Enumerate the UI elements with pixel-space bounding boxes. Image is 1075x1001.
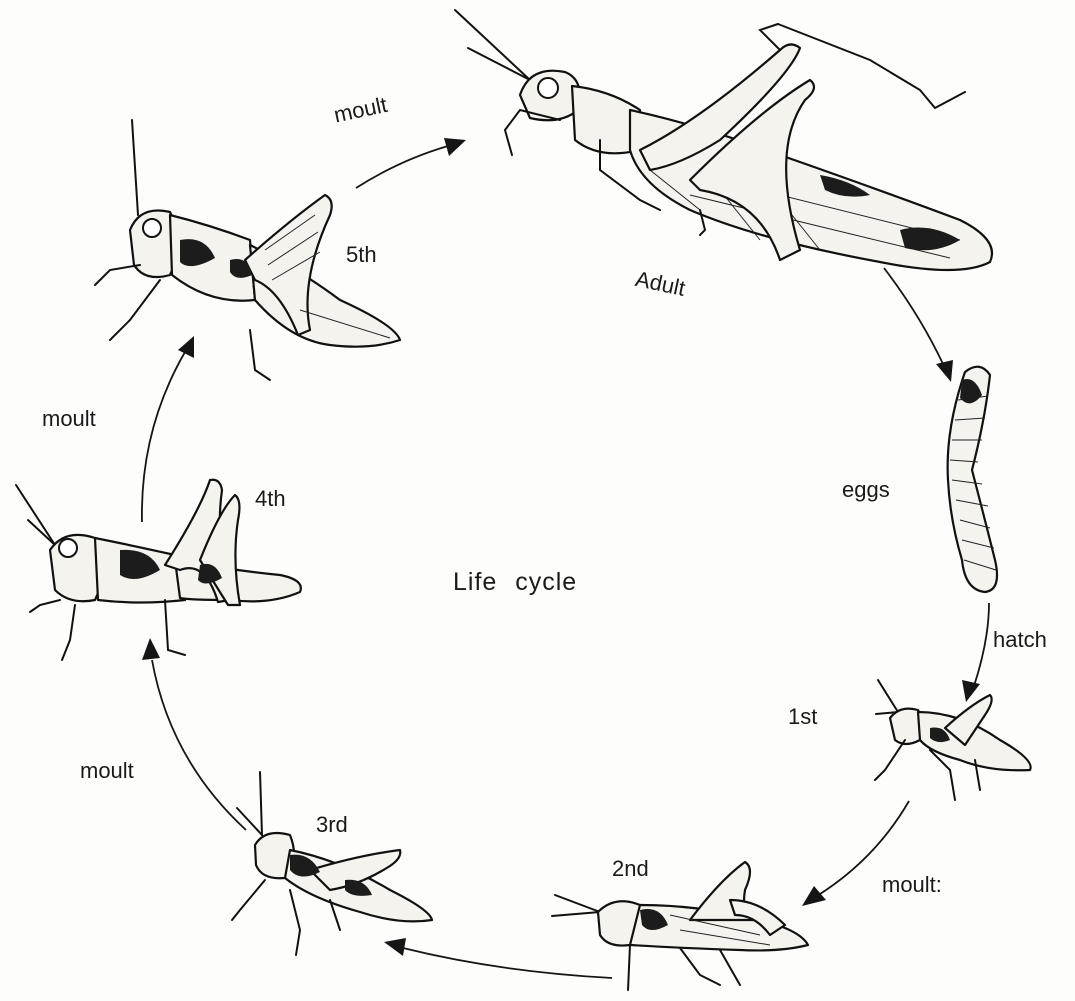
- arrowhead-second: [802, 886, 826, 906]
- transition-label-moult-right-lower: moult:: [882, 874, 942, 896]
- stage-label-eggs: eggs: [842, 479, 890, 501]
- transition-label-hatch: hatch: [993, 629, 1047, 651]
- stage-label-fifth: 5th: [346, 244, 377, 266]
- arrowhead-third: [384, 938, 406, 956]
- third-instar-illustration: [232, 772, 432, 955]
- arrowhead-fourth: [142, 638, 160, 660]
- arrow-eggs-to-first: [974, 603, 989, 686]
- arrowhead-fifth: [178, 336, 194, 358]
- stage-label-fourth: 4th: [255, 488, 286, 510]
- arrowhead-first: [962, 680, 980, 702]
- arrow-adult-to-eggs: [884, 268, 944, 366]
- arrow-fourth-to-fifth: [142, 352, 185, 522]
- second-instar-illustration: [552, 862, 808, 990]
- arrow-third-to-fourth: [152, 660, 246, 830]
- adult-locust-illustration: [455, 10, 992, 270]
- arrowhead-eggs: [936, 360, 953, 382]
- stage-label-first: 1st: [788, 706, 817, 728]
- arrowhead-adult: [444, 138, 466, 156]
- egg-pod-illustration: [948, 367, 997, 592]
- stage-label-second: 2nd: [612, 858, 649, 880]
- arrow-second-to-third: [403, 948, 612, 978]
- arrow-fifth-to-adult: [356, 146, 448, 188]
- transition-label-moult-left-lower: moult: [80, 760, 134, 782]
- first-instar-illustration: [875, 680, 1031, 800]
- transition-label-moult-left-upper: moult: [42, 408, 96, 430]
- diagram-title: Life cycle: [453, 570, 577, 595]
- stage-label-third: 3rd: [316, 814, 348, 836]
